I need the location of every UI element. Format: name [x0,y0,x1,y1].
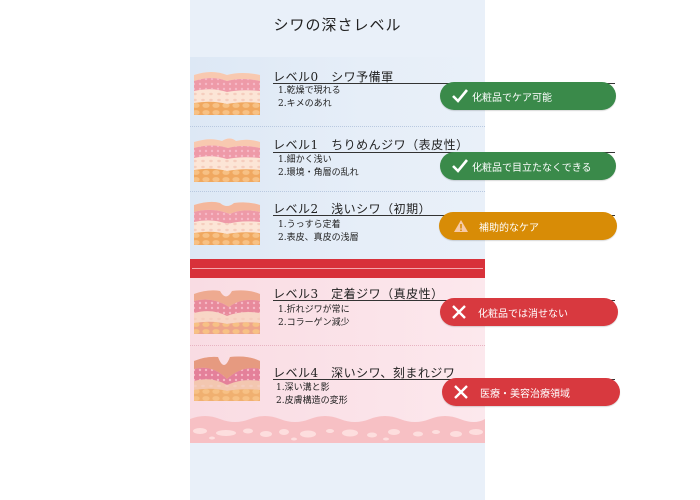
list-item: 2.環境・角層の乱れ [278,168,359,178]
list-item: 2.表皮、真皮の浅層 [278,233,359,243]
care-badge-ng: 化粧品では消せない [440,298,618,326]
page-title: シワの深さレベル [273,16,402,34]
heading-underline [273,152,615,153]
heading-underline [273,83,615,84]
skin-cross-section-icon [194,138,260,182]
list-item: 1.深い溝と影 [276,383,330,393]
decorative-cell-wave [190,416,485,443]
level-items: 1.細かく浅い 2.環境・角層の乱れ [278,154,359,180]
badge-label: 化粧品では消せない [478,308,568,320]
care-badge-ok: 化粧品でケア可能 [440,82,616,110]
list-item: 1.うっすら定着 [278,220,341,230]
care-badge-ok: 化粧品で目立たなくできる [440,152,616,180]
level-heading: レベル1 ちりめんジワ（表皮性） [273,138,469,152]
list-item: 2.キメのあれ [278,99,332,109]
skin-cross-section-icon [194,356,260,401]
list-item: 2.皮膚構造の変形 [276,396,348,406]
level-heading: レベル3 定着ジワ（真皮性） [273,287,444,301]
level-row-2: レベル2 浅いシワ（初期） 1.うっすら定着 2.表皮、真皮の浅層 [190,192,615,259]
cross-icon [454,385,468,399]
badge-label: 化粧品で目立たなくできる [472,162,592,174]
level-heading: レベル2 浅いシワ（初期） [273,202,432,216]
check-icon [452,159,468,173]
heading-underline [273,379,615,380]
wrinkle-level-panel: シワの深さレベル レベル0 シワ予備軍 1.乾燥で現れる 2.キメのあれ [190,0,615,500]
level-heading: レベル0 シワ予備軍 [273,70,394,84]
list-item: 1.乾燥で現れる [278,86,341,96]
row-divider [190,191,485,192]
level-row-3: レベル3 定着ジワ（真皮性） 1.折れジワが常に 2.コラーゲン減少 [190,278,615,346]
row-divider [190,345,485,346]
warning-icon [453,219,469,233]
skin-cross-section-icon [194,201,260,245]
level-items: 1.折れジワが常に 2.コラーゲン減少 [278,304,350,330]
badge-label: 補助的なケア [479,222,539,234]
list-item: 2.コラーゲン減少 [278,318,350,328]
skin-cross-section-icon [194,290,260,334]
cross-icon [452,305,466,319]
level-items: 1.うっすら定着 2.表皮、真皮の浅層 [278,219,359,245]
list-item: 1.細かく浅い [278,155,332,165]
check-icon [452,89,468,103]
severity-separator-band [190,259,485,278]
row-divider [190,126,485,127]
skin-cross-section-icon [194,72,260,115]
level-items: 1.深い溝と影 2.皮膚構造の変形 [276,382,348,408]
care-badge-warn: 補助的なケア [439,212,617,240]
care-badge-ng: 医療・美容治療領域 [442,378,620,406]
level-heading: レベル4 深いシワ、刻まれジワ [273,366,456,380]
level-row-1: レベル1 ちりめんジワ（表皮性） 1.細かく浅い 2.環境・角層の乱れ [190,127,615,192]
list-item: 1.折れジワが常に [278,305,350,315]
level-row-0: レベル0 シワ予備軍 1.乾燥で現れる 2.キメのあれ [190,57,615,127]
badge-label: 化粧品でケア可能 [472,92,552,104]
level-items: 1.乾燥で現れる 2.キメのあれ [278,85,341,111]
separator-line [192,268,483,269]
badge-label: 医療・美容治療領域 [480,388,570,400]
